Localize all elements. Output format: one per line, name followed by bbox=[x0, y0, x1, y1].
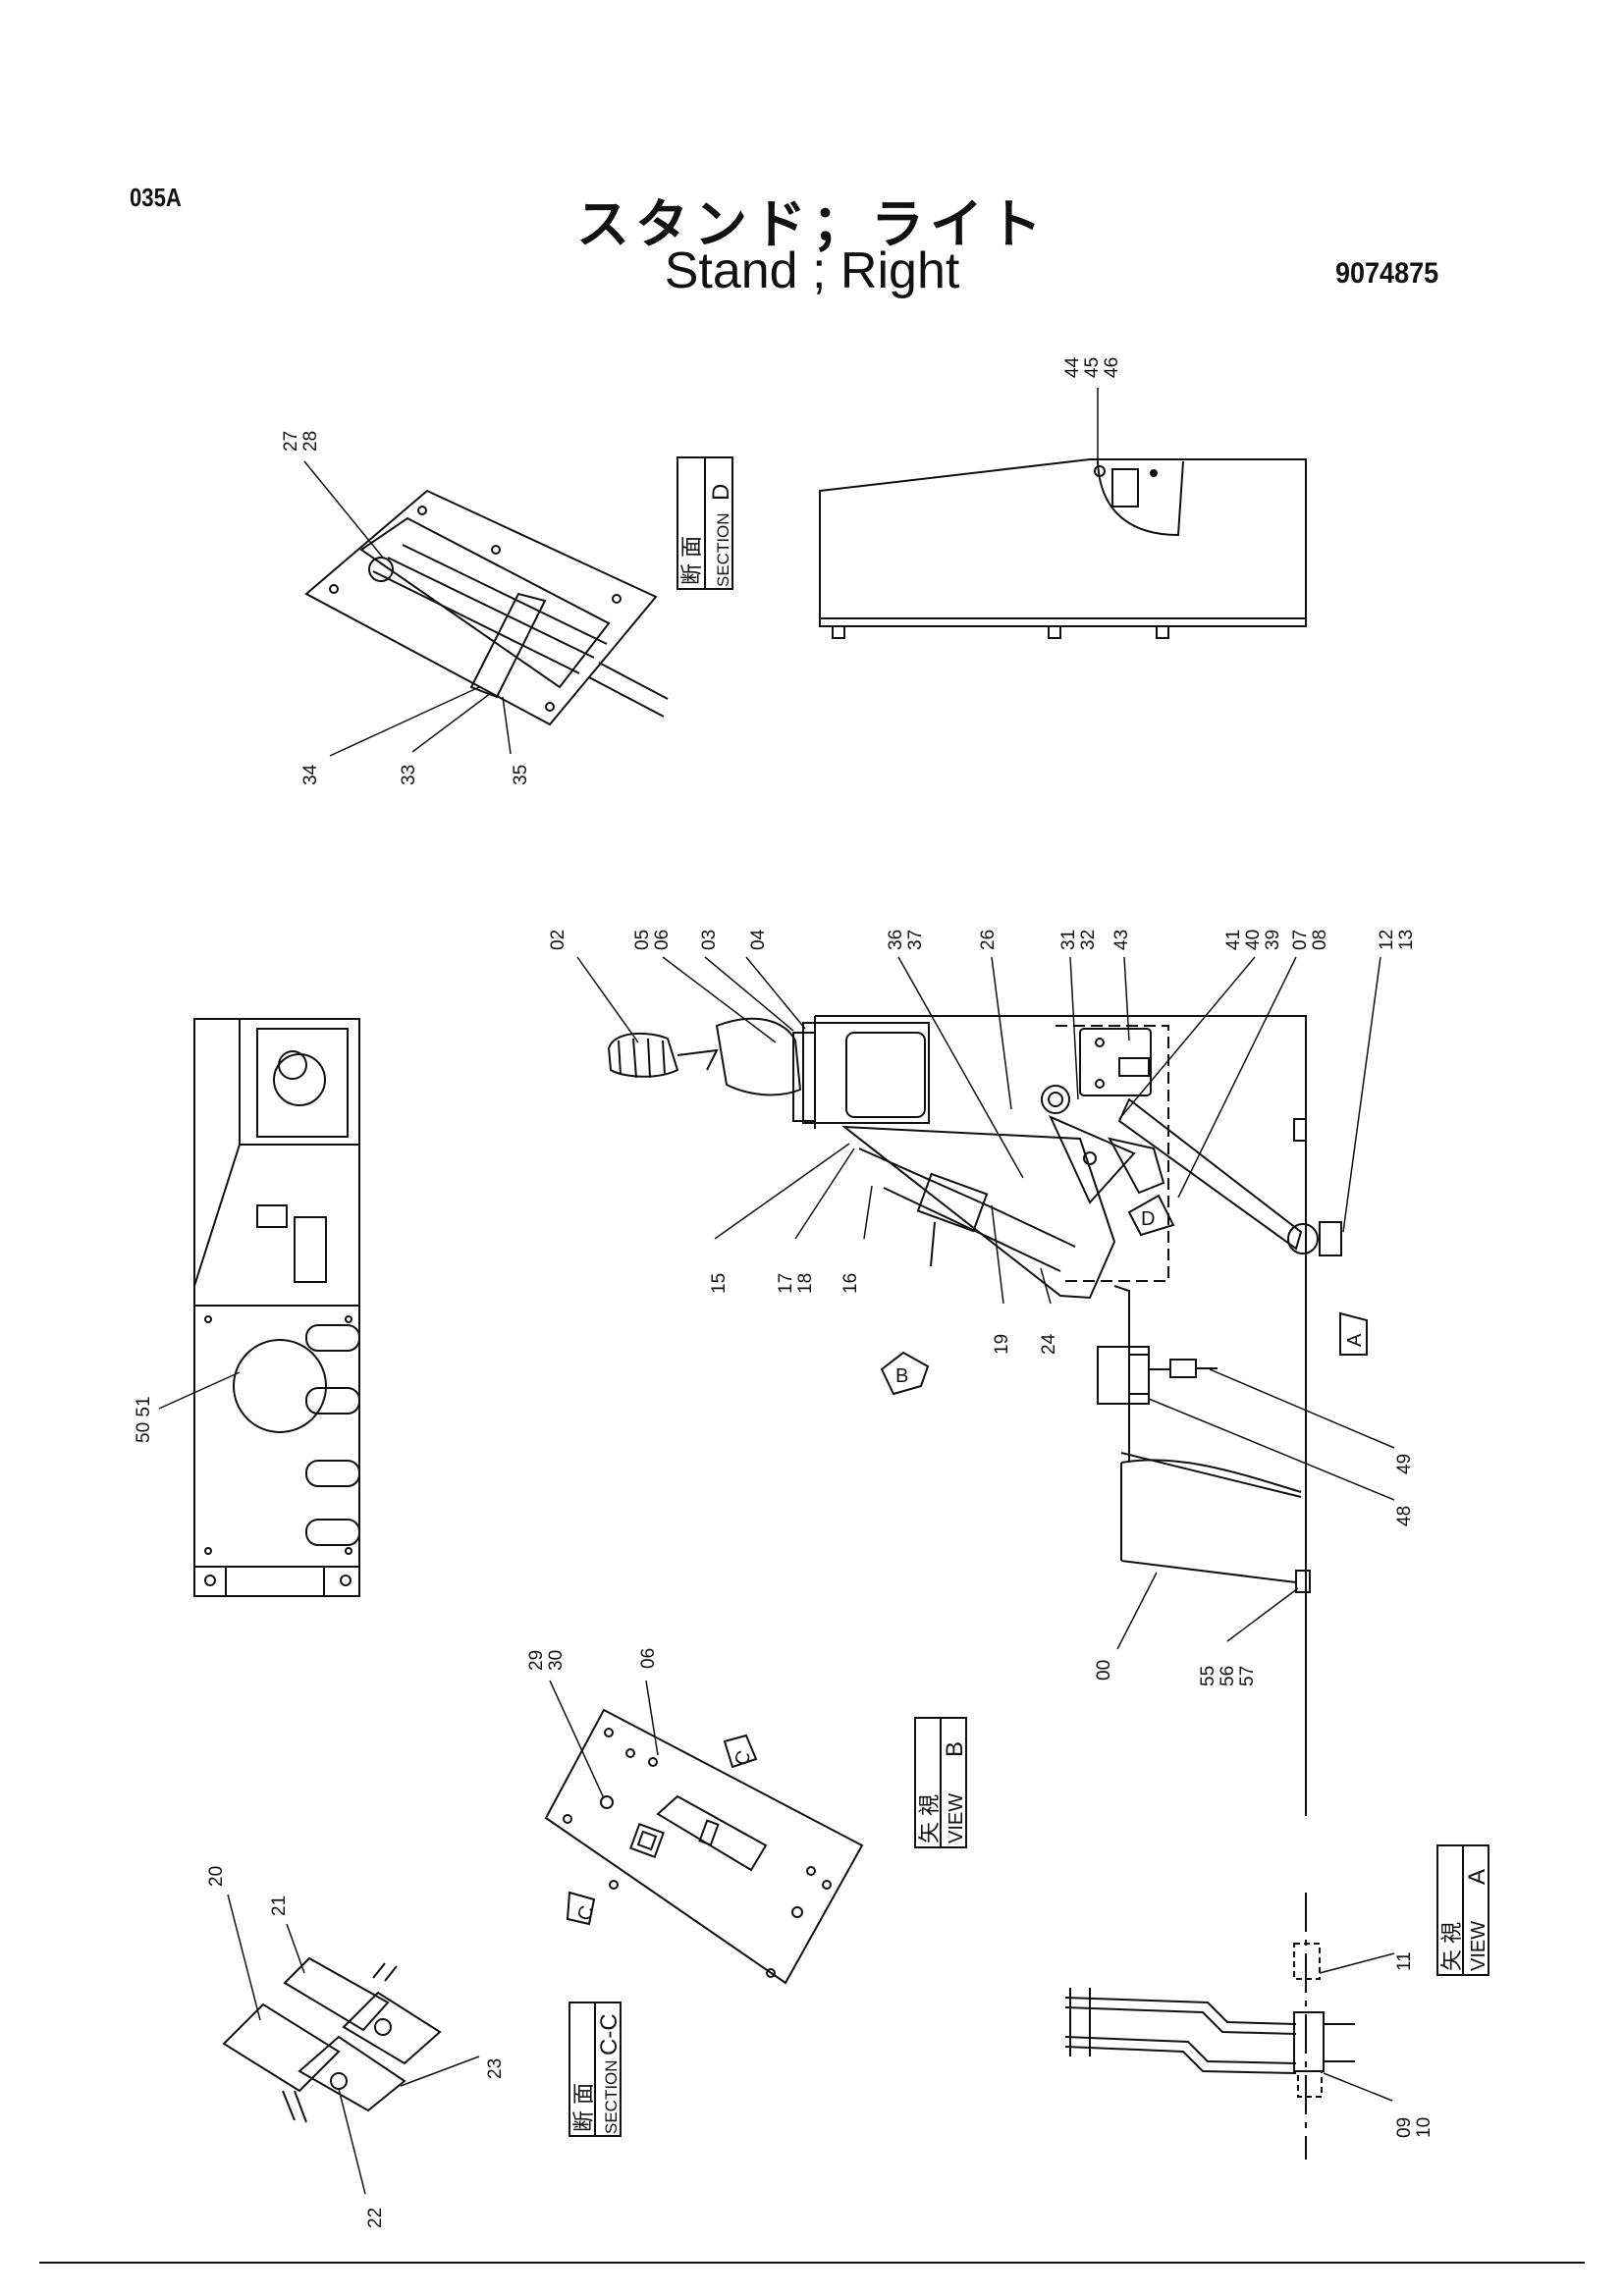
section-cc-drawing bbox=[222, 1894, 480, 2195]
top-side-view bbox=[819, 388, 1307, 639]
callout-49: 49 bbox=[1394, 1454, 1415, 1474]
callout-26: 26 bbox=[978, 930, 999, 950]
view-a-label bbox=[1436, 1844, 1489, 1976]
callout-15: 15 bbox=[709, 1273, 730, 1294]
view-b-drawing bbox=[544, 1680, 864, 1985]
callout-36-37: 3637 bbox=[886, 930, 926, 950]
callout-50-51: 50 51 bbox=[134, 1396, 154, 1443]
section-d-drawing bbox=[303, 460, 669, 757]
section-d-en: SECTION bbox=[714, 512, 732, 587]
callout-55-56-57: 555657 bbox=[1198, 1666, 1258, 1686]
view-b-label bbox=[914, 1717, 967, 1848]
callout-00: 00 bbox=[1094, 1660, 1114, 1681]
view-a-letter: A bbox=[1464, 1869, 1490, 1885]
callout-34: 34 bbox=[300, 764, 321, 785]
callout-06: 06 bbox=[638, 1648, 659, 1669]
marker-c-upper: C bbox=[731, 1748, 756, 1769]
callout-44-45-46: 444546 bbox=[1062, 356, 1122, 378]
callout-29-30: 2930 bbox=[526, 1650, 567, 1671]
callout-12-13: 1213 bbox=[1377, 930, 1417, 950]
section-d-letter: D bbox=[708, 484, 734, 501]
callout-48: 48 bbox=[1394, 1506, 1415, 1526]
title-japanese: スタンド；ライト bbox=[576, 193, 1048, 255]
title-english: Stand ; Right bbox=[664, 242, 960, 299]
view-a-en: VIEW bbox=[1468, 1921, 1489, 1971]
callout-31-32: 3132 bbox=[1058, 930, 1099, 950]
main-assembly bbox=[576, 956, 1395, 1816]
section-cc-letter: C-C bbox=[596, 2013, 623, 2056]
section-cc-label bbox=[568, 2002, 622, 2137]
callout-35: 35 bbox=[511, 765, 531, 785]
callout-33: 33 bbox=[399, 765, 419, 785]
callout-07-08: 0708 bbox=[1290, 930, 1330, 950]
view-b-letter: B bbox=[942, 1741, 968, 1757]
view-a-kanji: 矢 視 bbox=[1439, 1922, 1464, 1971]
callout-27-28: 2728 bbox=[281, 431, 321, 452]
callout-03: 03 bbox=[699, 930, 720, 950]
view-a-drawing bbox=[1064, 1893, 1395, 2160]
view-b-en: VIEW bbox=[946, 1793, 967, 1843]
callout-19: 19 bbox=[992, 1334, 1012, 1355]
callout-22: 22 bbox=[365, 2208, 386, 2228]
section-d-label bbox=[677, 456, 733, 590]
section-d-kanji: 断 面 bbox=[679, 536, 704, 585]
marker-c-lower: C bbox=[573, 1903, 599, 1924]
callout-09-10: 0910 bbox=[1394, 2117, 1435, 2138]
callout-17-18: 1718 bbox=[776, 1273, 816, 1294]
callout-21: 21 bbox=[269, 1896, 290, 1916]
callout-04: 04 bbox=[748, 929, 769, 950]
section-cc-kanji: 断 面 bbox=[571, 2083, 596, 2132]
view-b-kanji: 矢 視 bbox=[917, 1794, 942, 1843]
marker-d: D bbox=[1141, 1208, 1155, 1230]
callout-05-06: 0506 bbox=[632, 930, 673, 950]
drawing-code: 035A bbox=[130, 183, 182, 212]
left-panel-view bbox=[158, 1018, 360, 1597]
callout-43: 43 bbox=[1111, 930, 1132, 950]
callout-41-40-39: 414039 bbox=[1223, 930, 1283, 950]
marker-b: B bbox=[895, 1365, 908, 1387]
callout-11: 11 bbox=[1394, 1951, 1415, 1971]
section-cc-en: SECTION bbox=[602, 2059, 621, 2134]
callout-20: 20 bbox=[206, 1866, 227, 1887]
callout-16: 16 bbox=[840, 1273, 861, 1294]
callout-24: 24 bbox=[1039, 1333, 1059, 1355]
callout-23: 23 bbox=[485, 2058, 506, 2079]
callout-02: 02 bbox=[548, 930, 568, 950]
marker-a: A bbox=[1344, 1333, 1366, 1347]
part-number: 9074875 bbox=[1335, 257, 1439, 290]
